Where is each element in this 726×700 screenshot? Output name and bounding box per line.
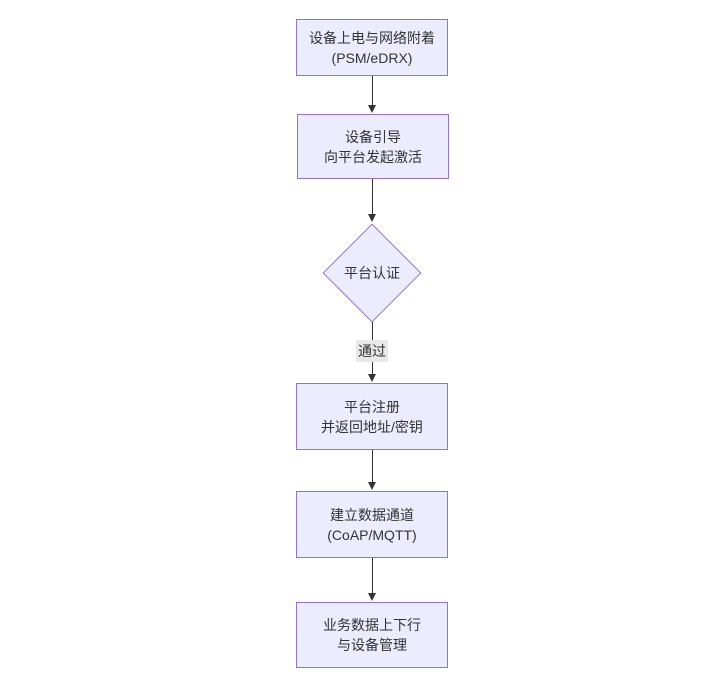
edge-attach-to-bootstrap [368, 76, 376, 113]
node-text-line: 与设备管理 [337, 637, 407, 653]
edge-line [371, 179, 373, 214]
node-platform-register: 平台注册 并返回地址/密钥 [296, 383, 448, 450]
node-text-line: (CoAP/MQTT) [327, 526, 417, 543]
edge-line [371, 76, 373, 105]
arrowhead-icon [368, 214, 376, 222]
arrowhead-icon [368, 593, 376, 601]
edge-channel-to-business [368, 558, 376, 601]
node-device-bootstrap: 设备引导 向平台发起激活 [297, 114, 449, 179]
node-text-line: 向平台发起激活 [324, 148, 422, 165]
arrowhead-icon [368, 374, 376, 382]
arrowhead-icon [368, 482, 376, 490]
edge-line [371, 450, 373, 482]
node-text-line: (PSM/eDRX) [331, 49, 413, 66]
edge-line [371, 558, 373, 593]
node-power-network-attach: 设备上电与网络附着 (PSM/eDRX) [296, 19, 448, 76]
node-text-line: 设备上电与网络附着 [309, 29, 435, 46]
edge-register-to-channel [368, 450, 376, 490]
arrowhead-icon [368, 105, 376, 113]
node-text-line: 平台认证 [344, 265, 400, 281]
node-data-channel: 建立数据通道 (CoAP/MQTT) [296, 491, 448, 558]
node-text-line: 平台注册 [344, 398, 400, 415]
edge-label-pass: 通过 [356, 340, 388, 362]
node-business-data-management: 业务数据上下行 与设备管理 [296, 602, 448, 668]
node-text-line: 业务数据上下行 [323, 617, 421, 633]
node-text-line: 并返回地址/密钥 [321, 418, 423, 435]
node-text-line: 设备引导 [345, 128, 401, 145]
decision-platform-auth: 平台认证 [322, 223, 422, 323]
node-text-line: 建立数据通道 [330, 506, 414, 523]
edge-bootstrap-to-auth [368, 179, 376, 222]
